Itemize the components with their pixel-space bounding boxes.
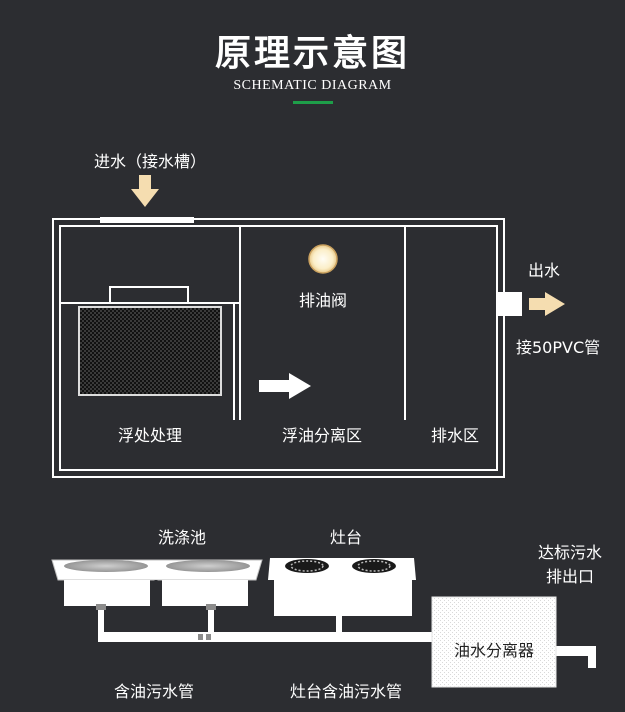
tank-inner-wall [59, 225, 498, 471]
stove-pipe-label: 灶台含油污水管 [290, 682, 403, 701]
stove-unit [268, 558, 416, 616]
diagram-title: 原理示意图 [214, 33, 410, 74]
outlet-pipe [497, 292, 522, 316]
oily-pipe-label: 含油污水管 [114, 682, 195, 701]
oil-valve-icon [308, 244, 338, 274]
zone-label-oil-separation: 浮油分离区 [281, 426, 362, 445]
oil-water-separator-box [431, 596, 557, 688]
inlet-label: 进水（接水槽） [94, 152, 207, 171]
discharge-label: 达标污水 排出口 [537, 543, 602, 586]
separator-label: 油水分离器 [453, 641, 534, 660]
outlet-label: 出水 [528, 261, 561, 280]
zone-label-treatment: 浮处处理 [117, 426, 182, 445]
stove-label: 灶台 [329, 528, 362, 547]
outlet-pipe-label: 接50PVC管 [516, 338, 601, 357]
sink-label: 洗涤池 [157, 528, 206, 547]
inlet-arrow [131, 175, 159, 207]
zone-label-drain: 排水区 [430, 426, 479, 445]
outlet-arrow [529, 292, 565, 316]
drain-pipes [98, 610, 596, 668]
filter-basket [61, 286, 240, 420]
inlet-slot [100, 217, 194, 223]
diagram-subtitle: SCHEMATIC DIAGRAM [233, 78, 392, 93]
title-underline [293, 101, 333, 104]
sink-unit [51, 559, 263, 610]
valve-label: 排油阀 [298, 291, 347, 310]
tank-outer-wall [52, 218, 505, 478]
flow-arrow [259, 373, 311, 399]
